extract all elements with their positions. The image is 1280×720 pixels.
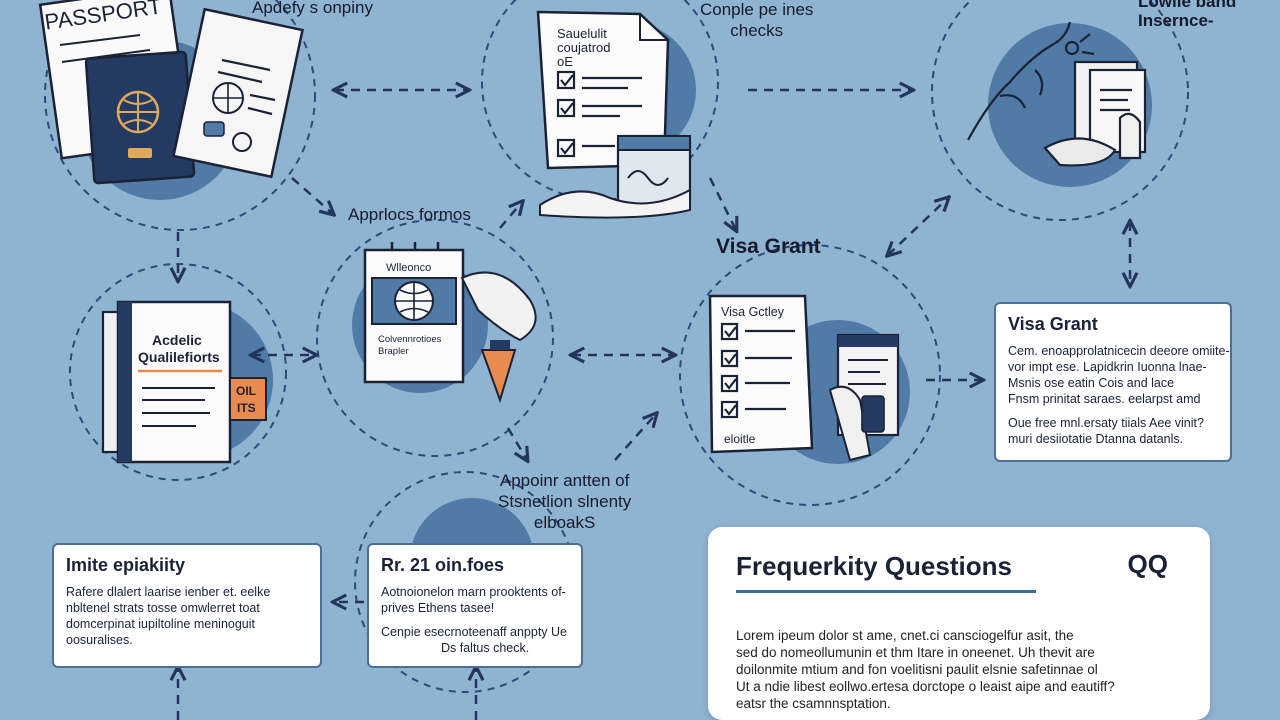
label-compile-checks: Conple pe ines checks — [700, 0, 813, 41]
label-appointment: Appoinr antten of Stsnetlion slnenty elb… — [498, 470, 631, 533]
label-appointment-line3: elboakS — [533, 513, 596, 532]
faq-body: Lorem ipeum dolor st ame, cnet.ci cansci… — [736, 627, 1182, 712]
visa-grant-card-line: Fnsm prinitat saraes. eelarpst amd — [1008, 392, 1201, 406]
circle-visa-doc — [679, 244, 941, 506]
fees-card-line: Aotnoionelon marn prooktents of- — [381, 585, 566, 599]
flow-arrows — [178, 90, 1130, 720]
fees-card-title: Rr. 21 oin.foes — [381, 555, 505, 575]
svg-text:Brapler: Brapler — [378, 346, 409, 357]
svg-text:oE: oE — [557, 54, 573, 69]
fees-card: Rr. 21 oin.foes Aotnoionelon marn prookt… — [367, 543, 583, 668]
passport-icon: PASSPORT — [38, 0, 304, 185]
svg-text:ITS: ITS — [237, 401, 256, 415]
svg-text:Sauelulit: Sauelulit — [557, 26, 607, 41]
faq-line: doilonmite mtium and fon voelitisni paul… — [736, 662, 1098, 677]
circle-form — [316, 219, 554, 457]
faq-title: Frequerkity Questions — [736, 551, 1012, 581]
label-applying: Apdefy s onpiny — [252, 0, 373, 17]
svg-text:OIL: OIL — [236, 384, 256, 398]
imite-card-line: domcerpinat iupiltoline meninoguit — [66, 617, 256, 631]
visa-document-icon: Visa Gctley eloitle — [708, 294, 900, 462]
fees-card-line: prives Ethens tasee! — [381, 601, 495, 615]
svg-text:Colvennrotioes: Colvennrotioes — [378, 334, 442, 345]
label-compile-checks-line2: checks — [730, 21, 784, 40]
imite-card-line: nbltenel strats tosse omwlerret toat — [66, 601, 260, 615]
visa-grant-card: Visa Grant Cem. enoapprolatnicecin deeor… — [994, 302, 1232, 462]
label-lowlie-band-line2: Insernce- — [1138, 11, 1214, 30]
qq-badge-icon: QQ — [1127, 549, 1168, 579]
label-compile-checks-line1: Conple pe ines — [700, 0, 814, 19]
imite-card-line: oosuralises. — [66, 633, 133, 647]
svg-text:eloitle: eloitle — [724, 432, 756, 446]
map-icon — [967, 21, 1147, 167]
circle-map — [931, 0, 1189, 221]
label-appointment-line2: Stsnetlion slnenty — [498, 492, 632, 511]
label-visa-grant: Visa Grant — [716, 235, 821, 258]
faq-panel: Frequerkity Questions QQ Lorem ipeum dol… — [708, 527, 1210, 720]
faq-line: Ut a ndie libest eollwo.ertesa dorctope … — [736, 679, 1115, 694]
visa-grant-card-title: Visa Grant — [1008, 314, 1098, 334]
imite-card: Imite epiakiity Rafere dlalert laarise i… — [52, 543, 322, 668]
faq-line: sed do nomeollumunin et thm Itare in one… — [736, 645, 1095, 660]
faq-line: eatsr the csamnnsptation. — [736, 696, 891, 711]
circle-passport — [44, 0, 316, 231]
academic-doc-icon: Acdelic Qualilefiorts OIL ITS — [101, 300, 267, 464]
svg-text:Acdelic: Acdelic — [152, 332, 202, 348]
label-appointment-line1: Appoinr antten of — [499, 471, 630, 490]
imite-card-line: Rafere dlalert laarise ienber et. eelke — [66, 585, 271, 599]
fees-card-line: Ds faltus check. — [441, 641, 530, 655]
visa-grant-card-line: Cem. enoapprolatnicecin deeore omiite- — [1008, 344, 1230, 358]
label-lowlie-band-line1: Lowlie band — [1138, 0, 1237, 11]
label-lowlie-band: Lowlie band Insernce- — [1138, 0, 1236, 30]
visa-grant-card-line: muri desiiotatie Dtanna datanls. — [1008, 432, 1184, 446]
imite-card-title: Imite epiakiity — [66, 555, 186, 575]
visa-grant-card-line: Msnis ose eatin Cois and lace — [1008, 376, 1175, 390]
visa-grant-card-line: vor impt ese. Lapidkrin Iuonna lnae- — [1008, 360, 1207, 374]
fees-card-line: Cenpie esecrnoteenaff anppty Ue — [381, 625, 568, 639]
label-approcs: Apprlocs formos — [348, 205, 471, 224]
visa-grant-card-line: Oue free mnl.ersaty tiials Aee vinit? — [1008, 416, 1204, 430]
faq-line: Lorem ipeum dolor st ame, cnet.ci cansci… — [736, 628, 1074, 643]
faq-title-underline — [736, 590, 1036, 593]
checklist-icon: Sauelulit coujatrod oE — [536, 10, 692, 219]
globe-form-icon: Wlleonco Colvennrotioes Brapler — [363, 242, 537, 404]
svg-text:Qualilefiorts: Qualilefiorts — [138, 349, 220, 365]
svg-text:Wlleonco: Wlleonco — [386, 262, 431, 274]
svg-text:coujatrod: coujatrod — [557, 40, 610, 55]
svg-text:Visa Gctley: Visa Gctley — [721, 305, 785, 319]
